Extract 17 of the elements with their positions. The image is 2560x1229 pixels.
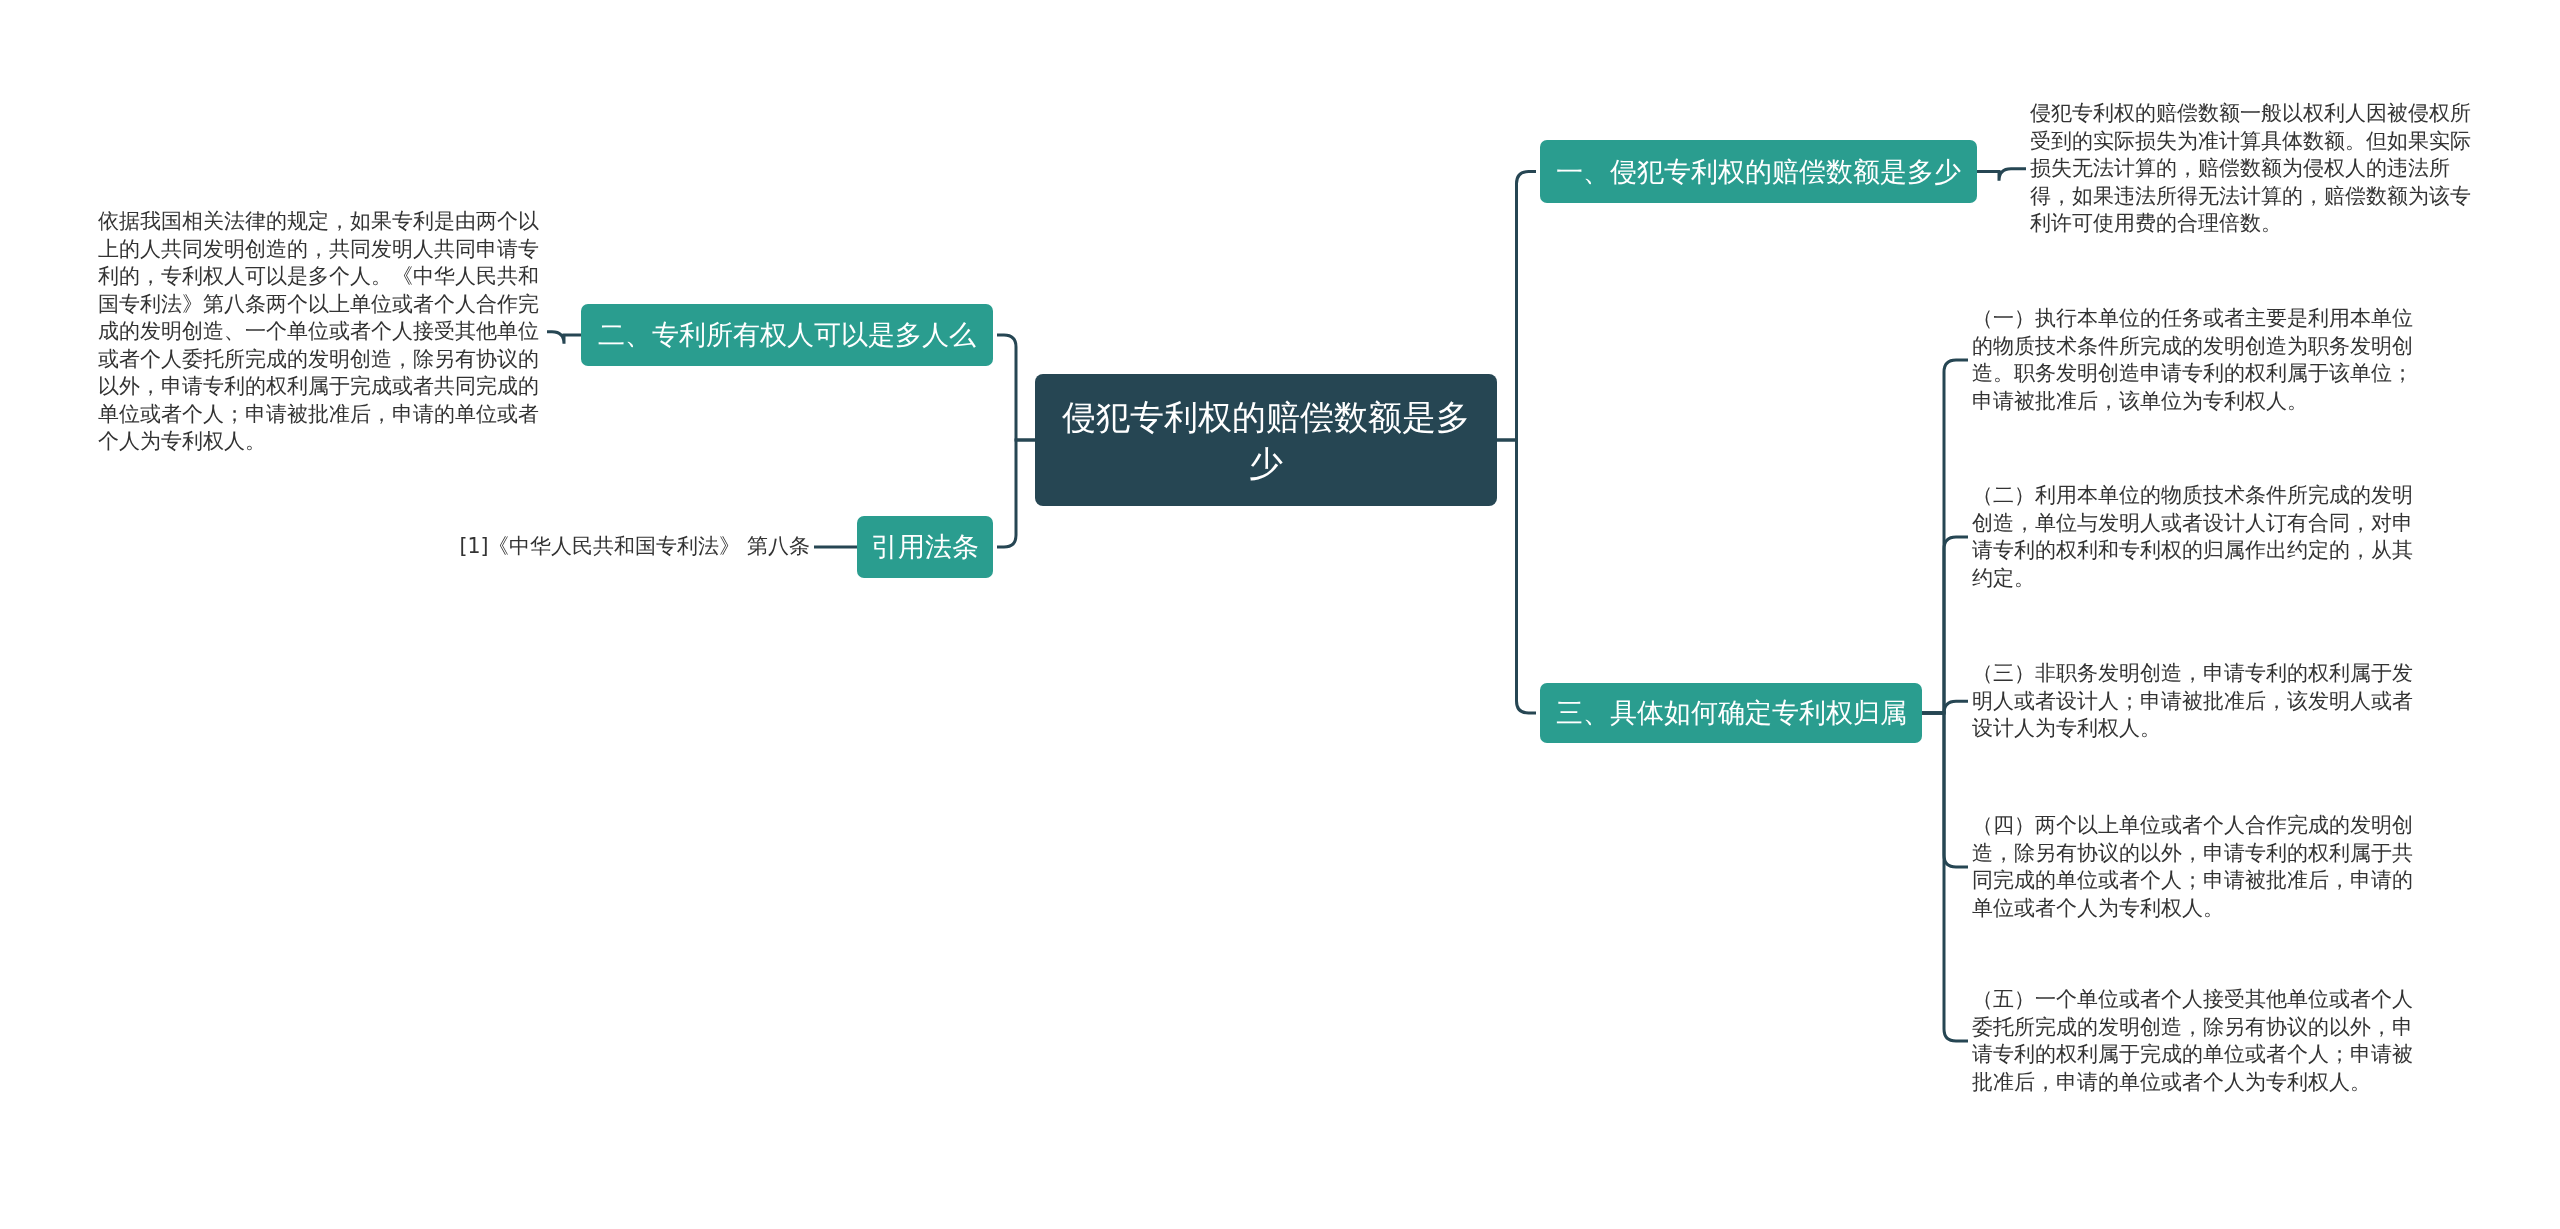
topic-note: （三）非职务发明创造，申请专利的权利属于发明人或者设计人；申请被批准后，该发明人或者设计人为专利权人。 [1972,660,2417,743]
central-topic-box: 侵犯专利权的赔偿数额是多少 [1035,374,1497,506]
topic-box: 一、侵犯专利权的赔偿数额是多少 [1540,140,1977,203]
connector-line [1977,167,2026,183]
topic-box: 引用法条 [857,516,993,578]
topic-note: 侵犯专利权的赔偿数额一般以权利人因被侵权所受到的实际损失为准计算具体数额。但如果实际损失无法计算的，赔偿数额为侵权人的违法所得，如果违法所得无法计算的，赔偿数额为该专利许可使用费的合理倍数。 [2030,100,2475,238]
connector-line [814,545,857,549]
topic-note: （二）利用本单位的物质技术条件所完成的发明创造，单位与发明人或者设计人订有合同，对申请专利的权利和专利权的归属作出约定的，从其约定。 [1972,482,2417,592]
topic-note: 依据我国相关法律的规定，如果专利是由两个以上的人共同发明创造的，共同发明人共同申请专利的，专利权人可以是多个人。《中华人民共和国专利法》第八条两个以上单位或者个人合作完成的发明创造、一个单位或者个人接受其他单位或者个人委托所完成的发明创造，除另有协议的以外，申请专利的权利属于完成或者共同完成的单位或者个人；申请被批准后，申请的单位或者个人为专利权人。 [98,208,543,456]
connector-line [1497,438,1536,715]
reference-text: [1]《中华人民共和国专利法》 第八条 [440,533,810,561]
topic-box: 二、专利所有权人可以是多人么 [581,304,993,366]
topic-note: （四）两个以上单位或者个人合作完成的发明创造，除另有协议的以外，申请专利的权利属于共同完成的单位或者个人；申请被批准后，申请的单位或者个人为专利权人。 [1972,812,2417,922]
topic-note: （一）执行本单位的任务或者主要是利用本单位的物质技术条件所完成的发明创造为职务发明创造。职务发明创造申请专利的权利属于该单位；申请被批准后，该单位为专利权人。 [1972,305,2417,415]
topic-note: （五）一个单位或者个人接受其他单位或者个人委托所完成的发明创造，除另有协议的以外，申请专利的权利属于完成的单位或者个人；申请被批准后，申请的单位或者个人为专利权人。 [1972,986,2417,1096]
connector-line [547,330,581,346]
topic-box: 三、具体如何确定专利权归属 [1540,683,1922,743]
